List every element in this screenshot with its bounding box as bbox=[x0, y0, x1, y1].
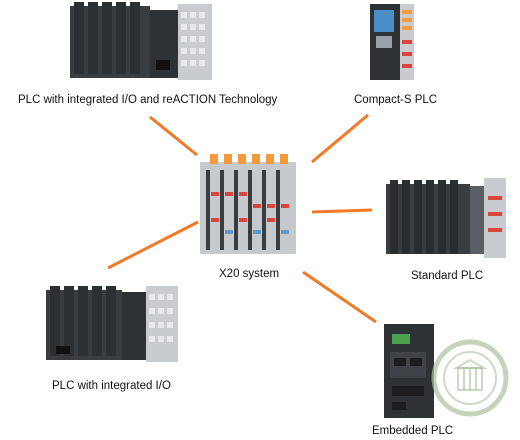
x20-system-device-image bbox=[200, 154, 296, 254]
standard-plc-device-image bbox=[386, 178, 506, 258]
label-embedded: Embedded PLC bbox=[372, 425, 454, 437]
plc-reaction-device-image bbox=[70, 2, 212, 80]
watermark-seal-icon bbox=[431, 339, 509, 417]
label-plc-io: PLC with integrated I/O bbox=[52, 380, 171, 392]
connector-plc-io bbox=[107, 220, 199, 270]
compact-s-device-image bbox=[370, 4, 414, 80]
label-plc-reaction: PLC with integrated I/O and reACTION Tec… bbox=[18, 94, 278, 106]
embedded-plc-device-image bbox=[384, 324, 434, 418]
label-x20: X20 system bbox=[219, 268, 280, 280]
connector-compact-s bbox=[311, 113, 369, 164]
connector-embedded bbox=[302, 270, 377, 324]
connector-standard bbox=[311, 208, 373, 214]
connector-plc-reaction bbox=[149, 115, 198, 157]
plc-io-device-image bbox=[46, 286, 178, 362]
label-standard: Standard PLC bbox=[411, 270, 484, 282]
label-compact-s: Compact-S PLC bbox=[354, 94, 438, 106]
